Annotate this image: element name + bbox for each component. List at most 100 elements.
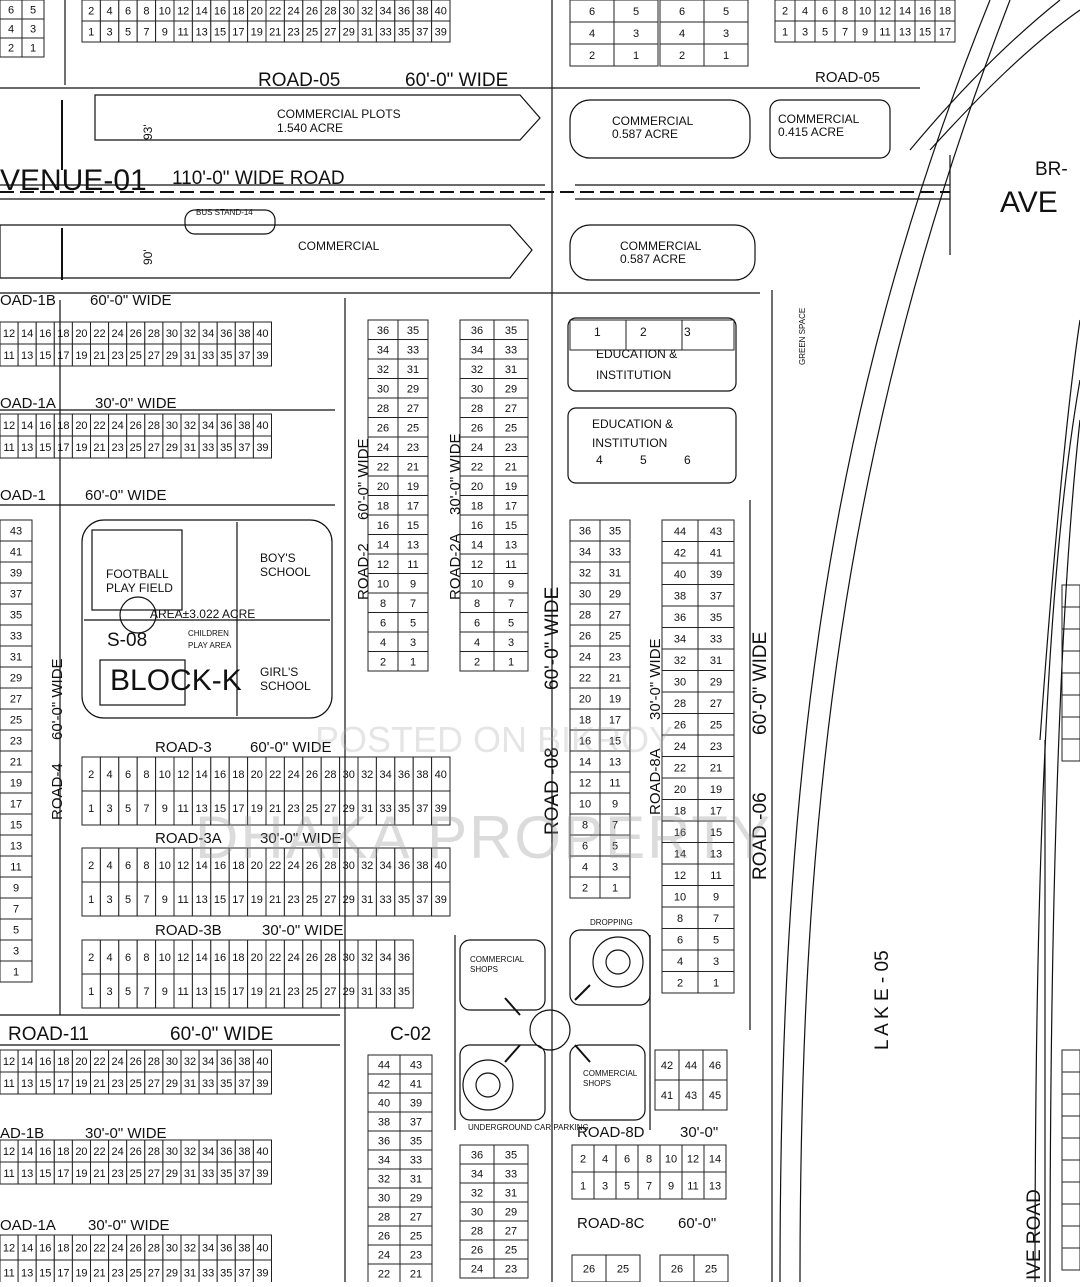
plot-number: 2 <box>589 50 595 62</box>
plot-number: 3 <box>107 27 113 39</box>
plot-number: 21 <box>10 757 22 769</box>
plot-number: 37 <box>238 350 250 362</box>
plot-number: 20 <box>75 1243 87 1255</box>
plot-number: 5 <box>30 5 36 17</box>
plot-number: 14 <box>471 539 483 551</box>
plot-number: 34 <box>674 633 686 645</box>
plot-number: 21 <box>93 1168 105 1180</box>
plot-number: 24 <box>112 1056 124 1068</box>
plot-number: 2 <box>88 952 94 964</box>
plot-number: 35 <box>410 1136 422 1148</box>
plot-number: 34 <box>379 769 391 781</box>
plot-number: 35 <box>220 350 232 362</box>
plot-number: 5 <box>713 934 719 946</box>
plot-number: 17 <box>505 500 517 512</box>
plot-cell <box>394 973 414 1009</box>
plot-number: 39 <box>256 1268 268 1280</box>
plot-number: 6 <box>474 617 480 629</box>
plot-number: 31 <box>505 1188 517 1200</box>
plot-number: 1 <box>782 27 788 39</box>
plot-number: 36 <box>220 420 232 432</box>
plot-number: 18 <box>579 715 591 727</box>
plot-number: 27 <box>505 1226 517 1238</box>
plot-number: 29 <box>710 676 722 688</box>
plot-number: 35 <box>398 986 410 998</box>
plot-number: 20 <box>251 952 263 964</box>
plot-number: 28 <box>324 6 336 18</box>
plot-number: 16 <box>214 860 226 872</box>
plot-number: 23 <box>505 1264 517 1276</box>
plot-number: 8 <box>143 860 149 872</box>
plot-number: 21 <box>269 986 281 998</box>
plot-number: 21 <box>269 894 281 906</box>
plot-number: 28 <box>148 1056 160 1068</box>
plot-number: 3 <box>723 28 729 40</box>
plot-number: 12 <box>3 420 15 432</box>
plot-number: 12 <box>879 6 891 18</box>
road-05-width: 60'-0" WIDE <box>405 70 508 91</box>
plot-number: 32 <box>361 769 373 781</box>
plot-number: 31 <box>184 1168 196 1180</box>
plot-number: 23 <box>112 350 124 362</box>
plot-number: 29 <box>343 803 355 815</box>
plot-number: 4 <box>8 24 14 36</box>
plot-number: 22 <box>93 420 105 432</box>
block-k-label: BLOCK-K <box>110 664 242 697</box>
plot-number: 23 <box>407 442 419 454</box>
plot-number: 29 <box>10 673 22 685</box>
br-avenue-a: BR- <box>1035 159 1068 180</box>
road-1b-width: 60'-0" WIDE <box>90 292 172 309</box>
plot-number: 24 <box>112 420 124 432</box>
road-06-label: ROAD -06 <box>750 792 771 880</box>
plot-number: 4 <box>107 952 113 964</box>
plot-number: 21 <box>93 1078 105 1090</box>
plot-number: 30 <box>166 1243 178 1255</box>
plot-number: 24 <box>377 442 389 454</box>
plot-number: 38 <box>238 420 250 432</box>
plot-number: 4 <box>107 769 113 781</box>
plot-number: 30 <box>166 420 178 432</box>
plot-cell <box>681 319 735 351</box>
plot-number: 1 <box>410 656 416 668</box>
plot-number: 28 <box>674 698 686 710</box>
girls-school-b: SCHOOL <box>260 679 311 693</box>
plot-number: 37 <box>416 27 428 39</box>
plot-cell <box>1061 628 1080 652</box>
plot-cell <box>0 960 33 983</box>
plot-number: 40 <box>256 328 268 340</box>
plot-number: 34 <box>471 344 483 356</box>
plot-number: 26 <box>378 1231 390 1243</box>
plot-number: 31 <box>410 1174 422 1186</box>
plot-number: 11 <box>3 350 14 362</box>
plot-cell <box>21 37 45 58</box>
plot-number: 37 <box>10 589 22 601</box>
plot-number: 15 <box>214 803 226 815</box>
plot-number: 12 <box>177 6 189 18</box>
plot-number: 31 <box>407 364 419 376</box>
plot-number: 28 <box>148 1243 160 1255</box>
road-1b-lower-width: 30'-0" WIDE <box>85 1125 167 1142</box>
plot-number: 26 <box>130 420 142 432</box>
plot-cell <box>693 1254 729 1283</box>
plot-number: 34 <box>202 420 214 432</box>
commercial-shops-a: COMMERCIAL <box>470 955 525 964</box>
road-11-width: 60'-0" WIDE <box>170 1024 273 1045</box>
plot-number: 34 <box>379 860 391 872</box>
plot-number: 5 <box>624 1181 630 1193</box>
plot-number: 12 <box>3 1243 15 1255</box>
plot-number: 26 <box>674 719 686 731</box>
plot-number: 19 <box>251 803 263 815</box>
plot-number: 19 <box>75 350 87 362</box>
plot-number: 32 <box>674 655 686 667</box>
plot-number: 10 <box>579 799 591 811</box>
plot-number: 16 <box>919 6 931 18</box>
plot-number: 28 <box>148 420 160 432</box>
commercial-2-label: COMMERCIAL <box>778 112 860 126</box>
plot-number: 27 <box>407 403 419 415</box>
underground-parking-label: UNDERGROUND CAR PARKING <box>468 1123 589 1132</box>
plot-number: 15 <box>39 350 51 362</box>
road-3-width: 60'-0" WIDE <box>250 739 332 756</box>
education-1-label: EDUCATION & <box>596 347 677 361</box>
plot-number: 11 <box>3 442 14 454</box>
plot-number: 9 <box>410 578 416 590</box>
